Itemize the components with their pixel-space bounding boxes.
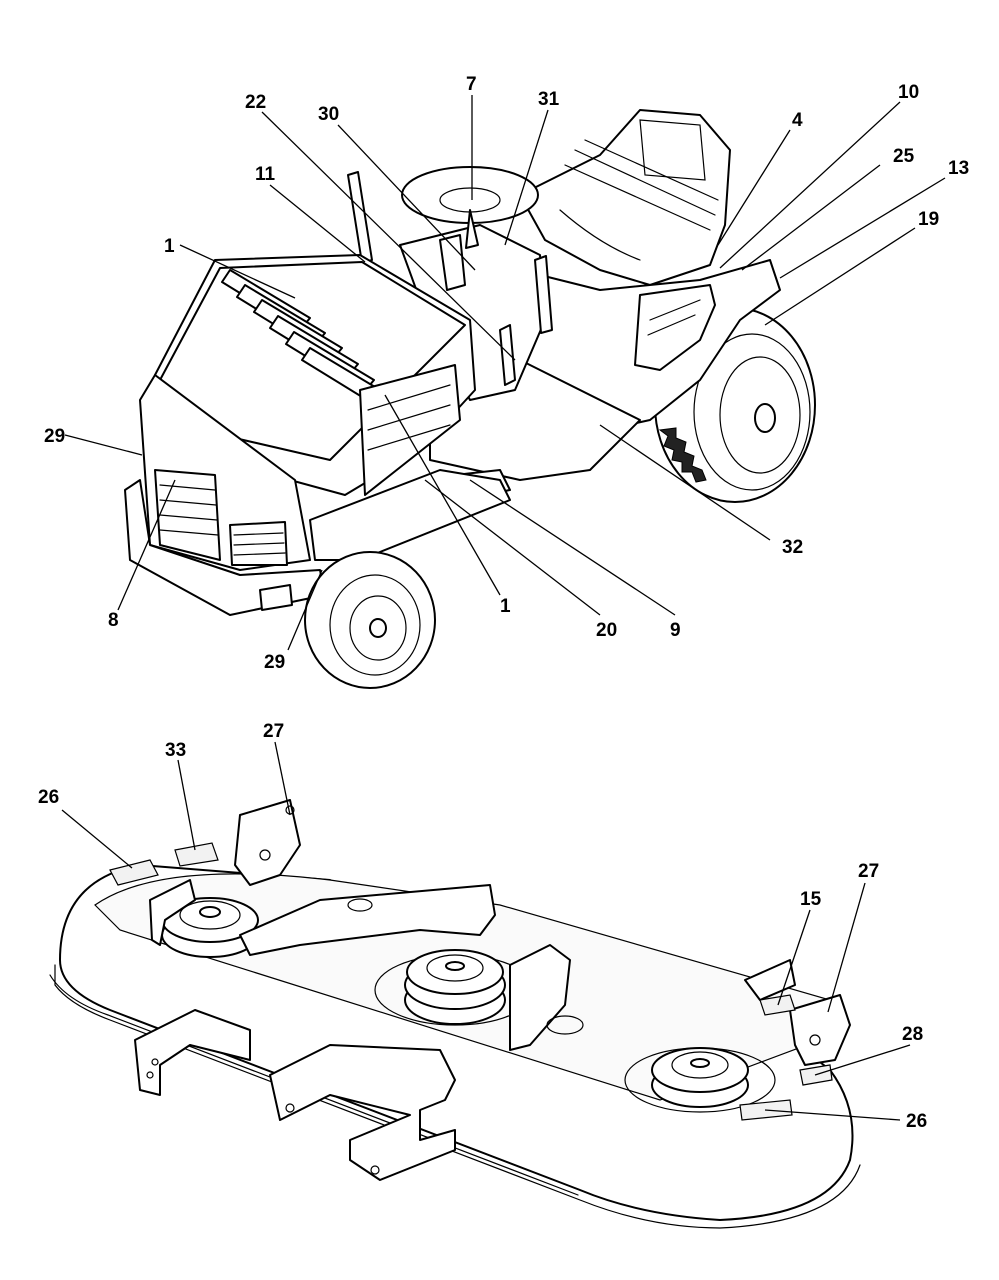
callout-1-top: 1 [164, 236, 175, 257]
callout-27-left: 27 [263, 721, 284, 742]
rear-hanger-left [234, 799, 301, 886]
grille [139, 374, 311, 571]
decal-15 [759, 994, 796, 1016]
callout-13: 13 [948, 158, 969, 179]
front-hitch-left [134, 1009, 251, 1096]
callout-26-right: 26 [906, 1111, 927, 1132]
hood-vents [221, 269, 391, 409]
callout-32: 32 [782, 537, 803, 558]
callout-8: 8 [108, 610, 119, 631]
callout-10: 10 [898, 82, 919, 103]
tractor-leader-lines [64, 95, 946, 651]
callout-4: 4 [792, 110, 803, 131]
callout-19: 19 [918, 209, 939, 230]
callout-9: 9 [670, 620, 681, 641]
front-hitch-center [269, 1044, 456, 1181]
mower-deck-illustration [49, 799, 861, 1229]
pulley-right [624, 1047, 776, 1113]
callout-31: 31 [538, 89, 560, 110]
callout-15: 15 [800, 889, 822, 910]
callout-labels: 7 31 22 30 10 4 25 13 11 19 1 29 32 8 1 … [38, 74, 969, 1132]
callout-33: 33 [165, 740, 186, 761]
frame-rail [309, 469, 511, 561]
callout-26-left: 26 [38, 787, 59, 808]
pulley-center [374, 949, 536, 1026]
lift-lever [347, 171, 373, 264]
callout-11: 11 [255, 164, 276, 185]
deck-leader-lines [61, 741, 911, 1121]
callout-29-top: 29 [44, 426, 65, 447]
callout-29-bottom: 29 [264, 652, 285, 673]
callout-27-right: 27 [858, 861, 879, 882]
callout-22: 22 [245, 92, 266, 113]
front-wheel [304, 551, 436, 689]
decal-33 [174, 842, 219, 867]
front-bumper [124, 479, 326, 616]
callout-30: 30 [318, 104, 339, 125]
callout-28: 28 [902, 1024, 923, 1045]
throttle-lever [534, 255, 553, 334]
callout-25: 25 [893, 146, 915, 167]
callout-20: 20 [596, 620, 617, 641]
callout-7: 7 [466, 74, 477, 95]
tractor-illustration [124, 109, 816, 689]
pulley-left [161, 897, 259, 958]
belt-guard [239, 884, 496, 956]
callout-1-bottom: 1 [500, 596, 511, 617]
decal-26-left [109, 859, 159, 886]
seat [519, 109, 731, 286]
